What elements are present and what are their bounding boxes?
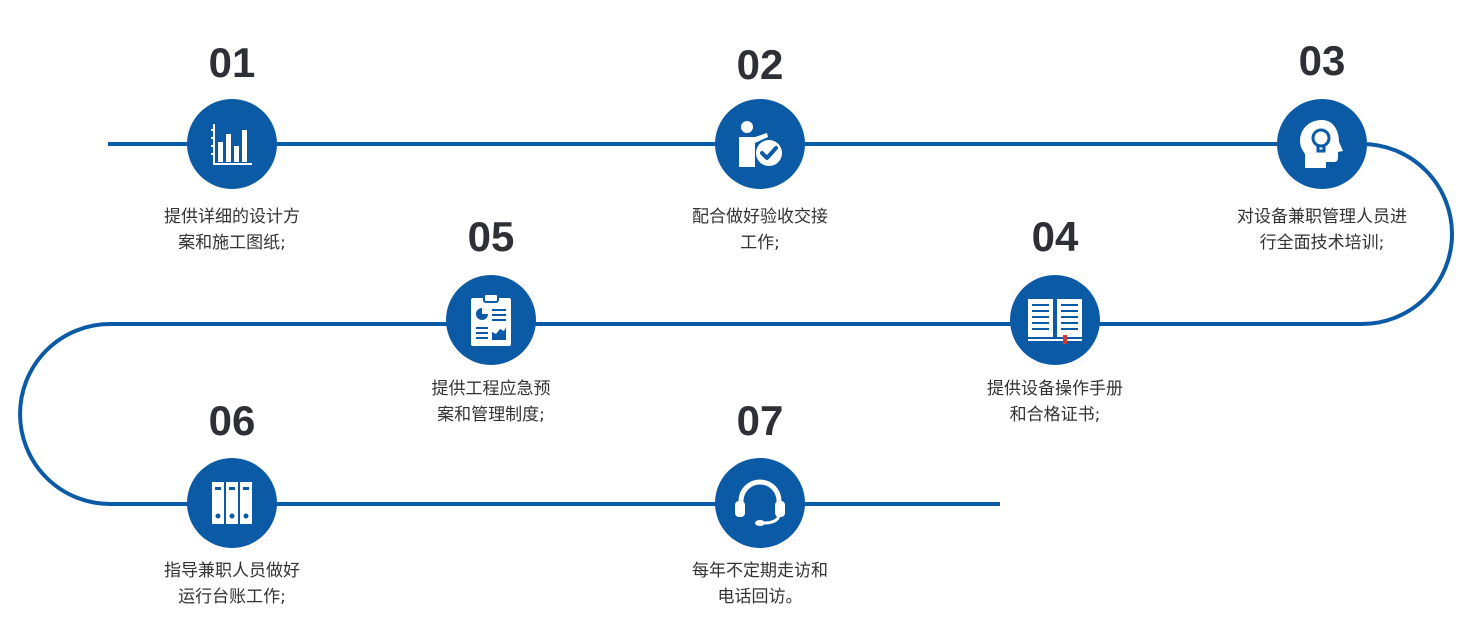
- step-description-line2: 行全面技术培训;: [1259, 233, 1385, 253]
- step-description: 指导兼职人员做好 运行台账工作;: [122, 558, 342, 610]
- headset-icon: [735, 479, 785, 526]
- step-number: 04: [1031, 213, 1079, 260]
- step-description: 提供设备操作手册 和合格证书;: [945, 376, 1165, 428]
- step-description: 对设备兼职管理人员进 行全面技术培训;: [1212, 204, 1432, 256]
- step-number: 06: [208, 397, 256, 444]
- step-description-line2: 工作;: [740, 233, 780, 253]
- step-description-line1: 提供设备操作手册: [987, 379, 1123, 399]
- clipboard-report-icon: [471, 293, 511, 346]
- open-book-icon: [1028, 299, 1082, 344]
- step-number: 05: [467, 213, 515, 260]
- step-number: 01: [208, 39, 256, 86]
- step-icon-circle: [187, 99, 277, 189]
- step-description: 提供工程应急预 案和管理制度;: [381, 376, 601, 428]
- step-icon-circle: [446, 275, 536, 365]
- step-description-line2: 案和管理制度;: [437, 405, 545, 425]
- step-description-line1: 指导兼职人员做好: [164, 561, 300, 581]
- step-description-line1: 提供工程应急预: [431, 379, 551, 399]
- step-description-line2: 案和施工图纸;: [178, 233, 286, 253]
- step-icon-circle: [1010, 275, 1100, 365]
- step-description-line1: 配合做好验收交接: [692, 207, 828, 227]
- bar-chart-icon: [211, 124, 252, 165]
- person-check-icon: [739, 121, 782, 167]
- step-number: 07: [736, 397, 784, 444]
- step-description-line1: 每年不定期走访和: [692, 561, 828, 581]
- step-icon-circle: [1277, 99, 1367, 189]
- step-icon-circle: [715, 458, 805, 548]
- step-number: 02: [736, 41, 784, 88]
- step-description-line1: 对设备兼职管理人员进: [1237, 207, 1407, 227]
- step-icon-circle: [187, 458, 277, 548]
- step-description: 配合做好验收交接 工作;: [650, 204, 870, 256]
- head-lightbulb-icon: [1300, 120, 1343, 168]
- step-description-line1: 提供详细的设计方: [164, 207, 300, 227]
- step-description-line2: 运行台账工作;: [178, 587, 286, 607]
- step-number: 03: [1298, 37, 1346, 84]
- step-description-line2: 电话回访。: [717, 587, 803, 607]
- step-description-line2: 和合格证书;: [1009, 405, 1101, 425]
- binders-icon: [212, 482, 252, 524]
- step-description: 提供详细的设计方 案和施工图纸;: [122, 204, 342, 256]
- step-icon-circle: [715, 99, 805, 189]
- step-description: 每年不定期走访和 电话回访。: [650, 558, 870, 610]
